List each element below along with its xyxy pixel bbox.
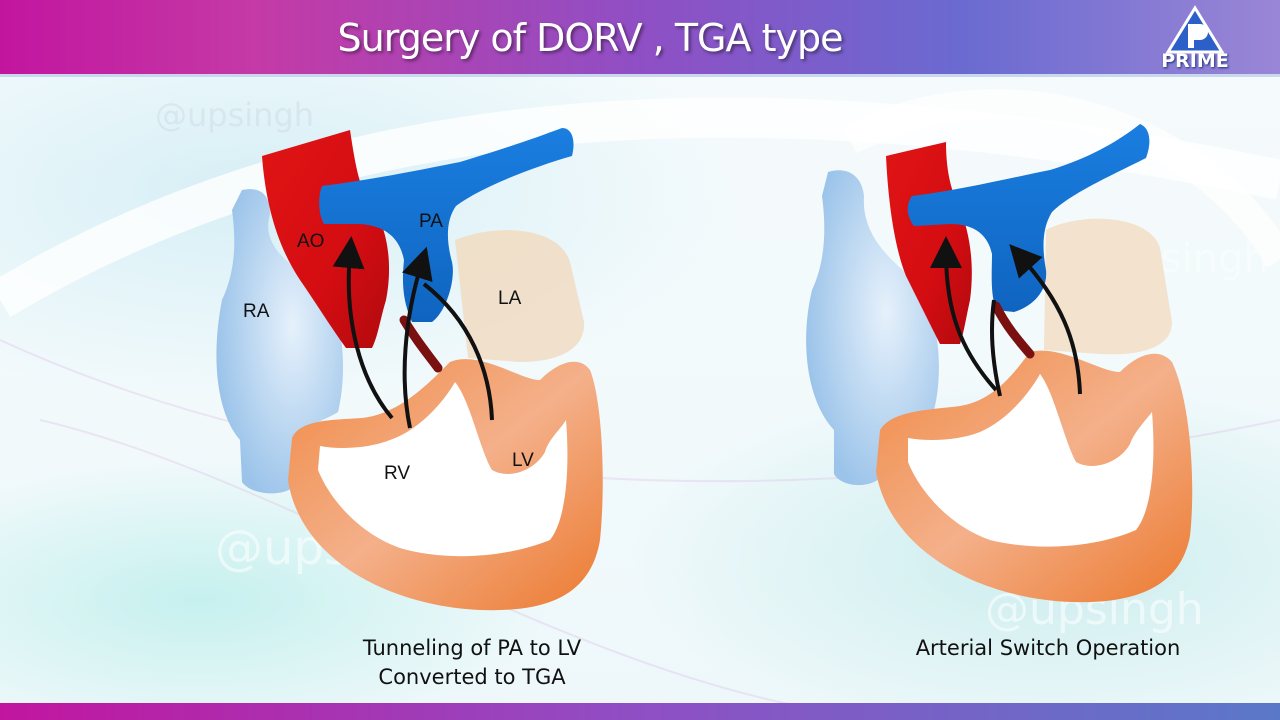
left-caption-line2: Converted to TGA (378, 665, 566, 689)
header-divider (0, 74, 1280, 77)
pulmonary-artery (907, 124, 1150, 312)
right-atrium (806, 170, 939, 486)
ventricle-cavity (318, 382, 568, 557)
right-atrium (216, 189, 344, 494)
pulmonary-artery (319, 128, 574, 322)
label-ra: RA (243, 301, 270, 322)
label-rv: RV (384, 463, 411, 484)
left-atrium (455, 230, 585, 362)
header-bar (0, 0, 1280, 76)
label-la: LA (498, 288, 522, 309)
ventricle-cavity (908, 374, 1154, 547)
flow-arrow-tunnel (990, 299, 1002, 397)
logo-label: PRIME (1161, 50, 1229, 72)
prime-logo-icon (1165, 5, 1225, 54)
right-caption: Arterial Switch Operation (915, 636, 1181, 660)
left-caption-line1: Tunneling of PA to LV (362, 636, 582, 660)
flow-arrow-lv-pa (1009, 244, 1082, 395)
label-pa: PA (419, 211, 443, 232)
flow-arrow-rv-ao (930, 236, 998, 392)
footer-bar (0, 703, 1280, 720)
left-atrium (1044, 218, 1172, 355)
label-ao: AO (297, 231, 325, 252)
left-caption: Tunneling of PA to LV Converted to TGA (332, 634, 612, 692)
flow-arrow-lv-pa-2 (422, 282, 494, 421)
label-lv: LV (512, 450, 534, 471)
flow-arrow-rv-ao (332, 236, 394, 420)
watermark-top-left: @upsingh (155, 96, 315, 134)
vsd-tunnel (991, 301, 1035, 359)
flow-arrow-lv-pa (401, 246, 433, 429)
slide-title: Surgery of DORV , TGA type (337, 16, 844, 60)
